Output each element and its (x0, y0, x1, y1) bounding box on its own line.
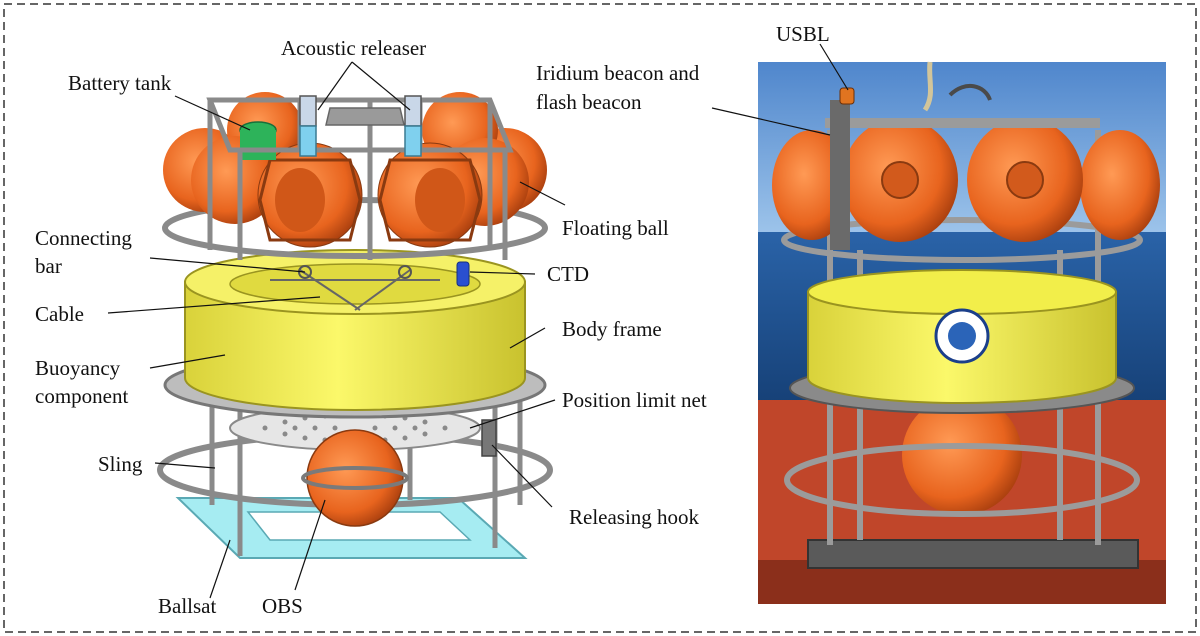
label-ctd: CTD (547, 262, 589, 286)
obs-sphere (306, 429, 404, 527)
photo-buoyancy-top (807, 269, 1117, 315)
photo-top-frame (825, 118, 1100, 128)
photo-upper-ring (781, 217, 1143, 263)
label-connecting-bar-line1: Connecting (35, 226, 132, 250)
releasing-hook (481, 419, 497, 457)
label-iridium-line1: Iridium beacon and (536, 61, 700, 85)
photo-usbl (839, 87, 855, 105)
label-sling: Sling (98, 452, 143, 476)
leader-lines (107, 43, 849, 599)
photo-lower-ring (784, 443, 1140, 517)
buoyancy-component-hole (229, 263, 481, 305)
acoustic-releasers (299, 95, 422, 157)
photo-logo-inner (948, 322, 976, 350)
label-acoustic-releaser: Acoustic releaser (281, 36, 427, 60)
label-releasing-hook: Releasing hook (569, 505, 700, 529)
photo-obs (902, 395, 1022, 515)
label-iridium-line2: flash beacon (536, 90, 642, 114)
label-usbl: USBL (776, 22, 830, 46)
label-body-frame: Body frame (562, 317, 662, 341)
label-battery-tank: Battery tank (68, 71, 172, 95)
connecting-bar-shackle (398, 265, 412, 279)
label-obs: OBS (262, 594, 303, 618)
photo-rope (922, 61, 933, 112)
photo-panel (758, 61, 1166, 604)
label-buoyancy-line1: Buoyancy (35, 356, 121, 380)
battery-tank-body (240, 130, 276, 160)
model-illustration (157, 92, 553, 559)
photo-rope-loop (948, 84, 992, 101)
top-plate (325, 107, 405, 126)
label-floating-ball: Floating ball (562, 216, 669, 240)
ctd-sensor (456, 261, 470, 287)
label-buoyancy-line2: component (35, 384, 129, 408)
label-connecting-bar-line2: bar (35, 254, 62, 278)
label-cable: Cable (35, 302, 84, 326)
photo-base-frame (807, 539, 1139, 569)
label-position-limit-net: Position limit net (562, 388, 707, 412)
photo-beacon-frame (830, 100, 850, 250)
obs-band (301, 466, 409, 490)
label-ballast: Ballsat (158, 594, 217, 618)
buoyancy-component-body (184, 281, 526, 411)
